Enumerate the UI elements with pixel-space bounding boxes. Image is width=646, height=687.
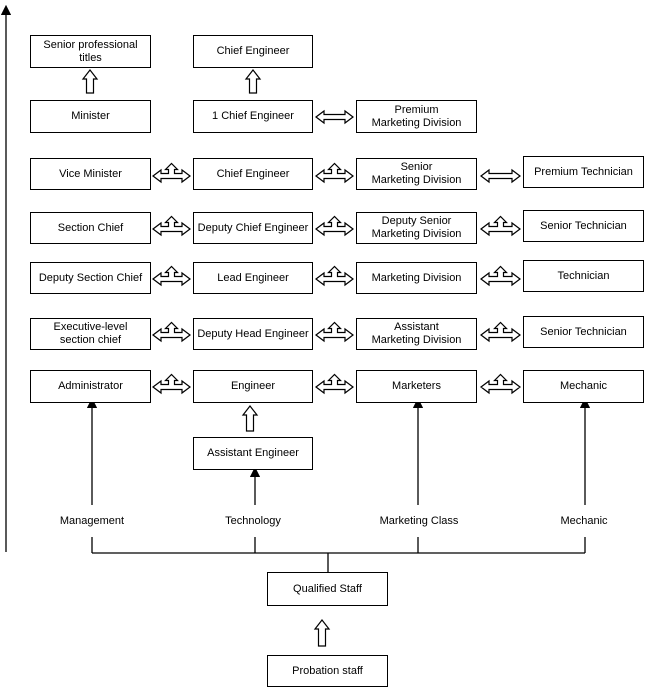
arrow-mgmt-tech-row-2 [152, 215, 191, 237]
arrow-tech-mkt-row-3 [315, 265, 354, 287]
arrow-mkt-mech-row-2 [480, 215, 521, 237]
box-premium-marketing: Premium Marketing Division [356, 100, 477, 133]
box-vice-minister: Vice Minister [30, 158, 151, 190]
arrow-mgmt-tech-row-1 [152, 162, 191, 184]
track-label-management: Management [59, 515, 125, 527]
arrow-mgmt-tech-row-5 [152, 373, 191, 395]
track-label-marketing: Marketing Class [379, 515, 459, 527]
box-minister: Minister [30, 100, 151, 133]
box-mechanic: Mechanic [523, 370, 644, 403]
box-deputy-senior-marketing: Deputy Senior Marketing Division [356, 212, 477, 244]
box-probation-staff: Probation staff [267, 655, 388, 687]
arrow-tech-mkt-row-2 [315, 215, 354, 237]
box-1-chief-engineer: 1 Chief Engineer [193, 100, 313, 133]
arrow-senior-marketing-premium-tech [480, 168, 521, 184]
arrow-tech-mkt-row-4 [315, 321, 354, 343]
box-premium-technician: Premium Technician [523, 156, 644, 188]
box-assistant-marketing: Assistant Marketing Division [356, 318, 477, 350]
arrow-probation-to-qualified [313, 619, 331, 647]
box-assistant-engineer: Assistant Engineer [193, 437, 313, 470]
box-deputy-chief-engineer: Deputy Chief Engineer [193, 212, 313, 244]
box-senior-titles: Senior professional titles [30, 35, 151, 68]
box-lead-engineer: Lead Engineer [193, 262, 313, 294]
arrow-tech-mkt-row-5 [315, 373, 354, 395]
box-section-chief: Section Chief [30, 212, 151, 244]
box-chief-engineer-top: Chief Engineer [193, 35, 313, 68]
track-label-technology: Technology [225, 515, 281, 527]
box-administrator: Administrator [30, 370, 151, 403]
arrow-mkt-mech-row-5 [480, 373, 521, 395]
box-marketing-division: Marketing Division [356, 262, 477, 294]
box-qualified-staff: Qualified Staff [267, 572, 388, 606]
box-deputy-head-engineer: Deputy Head Engineer [193, 318, 313, 350]
arrow-1ce-premium-marketing [315, 109, 354, 125]
box-exec-section-chief: Executive-level section chief [30, 318, 151, 350]
arrow-mkt-mech-row-3 [480, 265, 521, 287]
box-marketers: Marketers [356, 370, 477, 403]
box-deputy-section-chief: Deputy Section Chief [30, 262, 151, 294]
box-chief-engineer: Chief Engineer [193, 158, 313, 190]
arrow-asst-engineer-to-engineer [241, 405, 259, 432]
arrow-mgmt-tech-row-3 [152, 265, 191, 287]
arrow-tech-mkt-row-1 [315, 162, 354, 184]
box-engineer: Engineer [193, 370, 313, 403]
arrow-mgmt-tech-row-4 [152, 321, 191, 343]
box-senior-marketing: Senior Marketing Division [356, 158, 477, 190]
box-senior-technician-1: Senior Technician [523, 210, 644, 242]
arrow-1ce-to-chief-engineer [244, 69, 262, 94]
arrow-minister-to-senior-titles [81, 69, 99, 94]
track-label-mechanic: Mechanic [560, 515, 608, 527]
box-technician: Technician [523, 260, 644, 292]
arrow-mkt-mech-row-4 [480, 321, 521, 343]
box-senior-technician-2: Senior Technician [523, 316, 644, 348]
